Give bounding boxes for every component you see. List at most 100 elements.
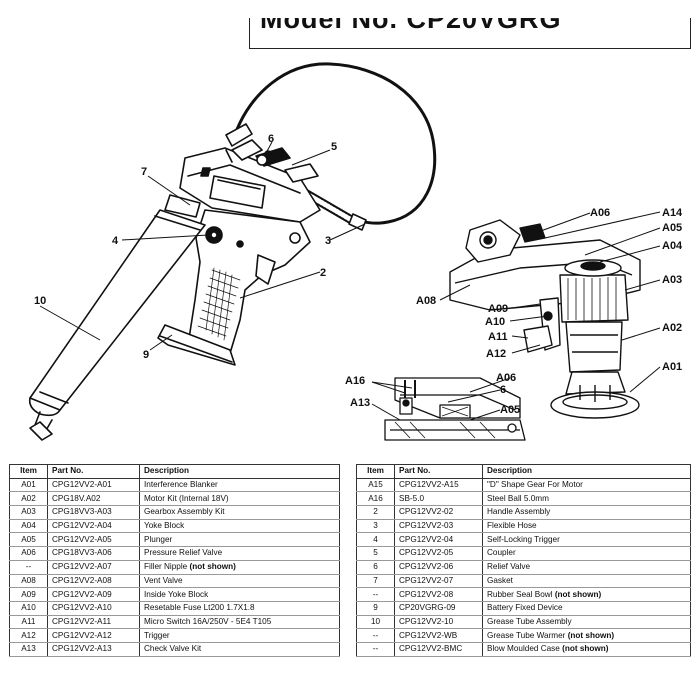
cell-part-no: CPG12VV2-05 xyxy=(394,546,483,561)
column-header-description: Description xyxy=(482,464,691,479)
grease-gun-illustration xyxy=(28,62,437,441)
cell-item: 6 xyxy=(356,560,395,575)
cell-description: Gearbox Assembly Kit xyxy=(139,505,340,520)
cell-item: A10 xyxy=(9,601,48,616)
exploded-view-drawing: 6 5 7 4 3 2 10 9 xyxy=(28,62,683,441)
callout-2: 2 xyxy=(320,267,326,279)
description-text: Check Valve Kit xyxy=(144,644,202,654)
callout-a14: A14 xyxy=(662,207,683,219)
cell-item: 7 xyxy=(356,574,395,589)
cell-description: Relief Valve xyxy=(482,560,691,575)
cell-part-no: CPG12VV2-02 xyxy=(394,505,483,520)
cell-item: 9 xyxy=(356,601,395,616)
cell-description: Steel Ball 5.0mm xyxy=(482,491,691,507)
description-text: "D" Shape Gear For Motor xyxy=(487,480,583,490)
callout-a12: A12 xyxy=(486,348,506,360)
cell-item: -- xyxy=(356,628,395,643)
cell-item: A12 xyxy=(9,628,48,643)
cell-item: A03 xyxy=(9,505,48,520)
callout-a05: A05 xyxy=(662,222,682,234)
cell-item: A04 xyxy=(9,519,48,534)
description-text: Grease Tube Warmer xyxy=(487,630,566,640)
not-shown-note: (not shown) xyxy=(189,562,236,572)
callout-a16: A16 xyxy=(345,375,365,387)
cell-part-no: CPG12VV2-A15 xyxy=(394,478,483,493)
cell-part-no: CPG12VV2-10 xyxy=(394,615,483,630)
cell-part-no: CPG12VV2-BMC xyxy=(394,642,483,657)
cell-description: Resetable Fuse Lt200 1.7X1.8 xyxy=(139,601,340,616)
description-text: Blow Moulded Case xyxy=(487,644,560,654)
table-row: --CPG12VV2-WB Grease Tube Warmer (not sho… xyxy=(356,628,691,643)
callout-10: 10 xyxy=(34,295,46,307)
callout-4: 4 xyxy=(112,235,119,247)
cell-part-no: CPG12VV2-08 xyxy=(394,587,483,602)
description-text: Yoke Block xyxy=(144,521,185,531)
callout-7: 7 xyxy=(141,166,147,178)
cell-item: A01 xyxy=(9,478,48,493)
description-text: Filler Nipple xyxy=(144,562,188,572)
cell-description: Motor Kit (Internal 18V) xyxy=(139,491,340,507)
description-text: Relief Valve xyxy=(487,562,531,572)
model-title-box: Model No. CP20VGRG xyxy=(249,18,691,49)
description-text: Self-Locking Trigger xyxy=(487,534,560,544)
column-header-part-no: Part No. xyxy=(47,464,140,479)
cell-description: Vent Valve xyxy=(139,574,340,589)
callout-6-b: 6 xyxy=(500,384,506,396)
callout-a10: A10 xyxy=(485,316,505,328)
cell-description: Rubber Seal Bowl (not shown) xyxy=(482,587,691,602)
cell-item: 10 xyxy=(356,615,395,630)
cell-item: -- xyxy=(9,560,48,575)
cell-description: Filler Nipple (not shown) xyxy=(139,560,340,575)
cell-description: Yoke Block xyxy=(139,519,340,534)
callout-a09: A09 xyxy=(488,303,508,315)
cell-item: A02 xyxy=(9,491,48,507)
cell-item: A11 xyxy=(9,615,48,630)
cell-part-no: CPG18VV3-A03 xyxy=(47,505,140,520)
callout-a08: A08 xyxy=(416,295,436,307)
cell-description: Blow Moulded Case (not shown) xyxy=(482,642,691,657)
description-text: Motor Kit (Internal 18V) xyxy=(144,493,229,503)
not-shown-note: (not shown) xyxy=(567,630,615,640)
cell-description: "D" Shape Gear For Motor xyxy=(482,478,691,493)
cell-description: Battery Fixed Device xyxy=(482,601,691,616)
cell-item: A09 xyxy=(9,587,48,602)
cell-item: -- xyxy=(356,587,395,602)
cell-part-no: CPG12VV2-06 xyxy=(394,560,483,575)
cell-item: A13 xyxy=(9,642,48,657)
description-text: Plunger xyxy=(144,534,173,544)
cell-item: 2 xyxy=(356,505,395,520)
callout-a05-b: A05 xyxy=(500,404,520,416)
description-text: Gearbox Assembly Kit xyxy=(144,507,225,517)
model-title: Model No. CP20VGRG xyxy=(260,18,562,34)
cell-part-no: CPG12VV2-A07 xyxy=(47,560,140,575)
cell-part-no: CPG12VV2-A08 xyxy=(47,574,140,589)
cell-part-no: CPG12VV2-A10 xyxy=(47,601,140,616)
cell-part-no: CPG12VV2-WB xyxy=(394,628,483,643)
cell-part-no: CPG18V.A02 xyxy=(47,491,140,507)
cell-part-no: CP20VGRG-09 xyxy=(394,601,483,616)
not-shown-note: (not shown) xyxy=(562,644,609,654)
callout-9: 9 xyxy=(143,349,149,361)
callout-a04: A04 xyxy=(662,240,683,252)
description-text: Inside Yoke Block xyxy=(144,589,209,599)
description-text: Battery Fixed Device xyxy=(487,603,563,613)
not-shown-note: (not shown) xyxy=(554,589,602,599)
